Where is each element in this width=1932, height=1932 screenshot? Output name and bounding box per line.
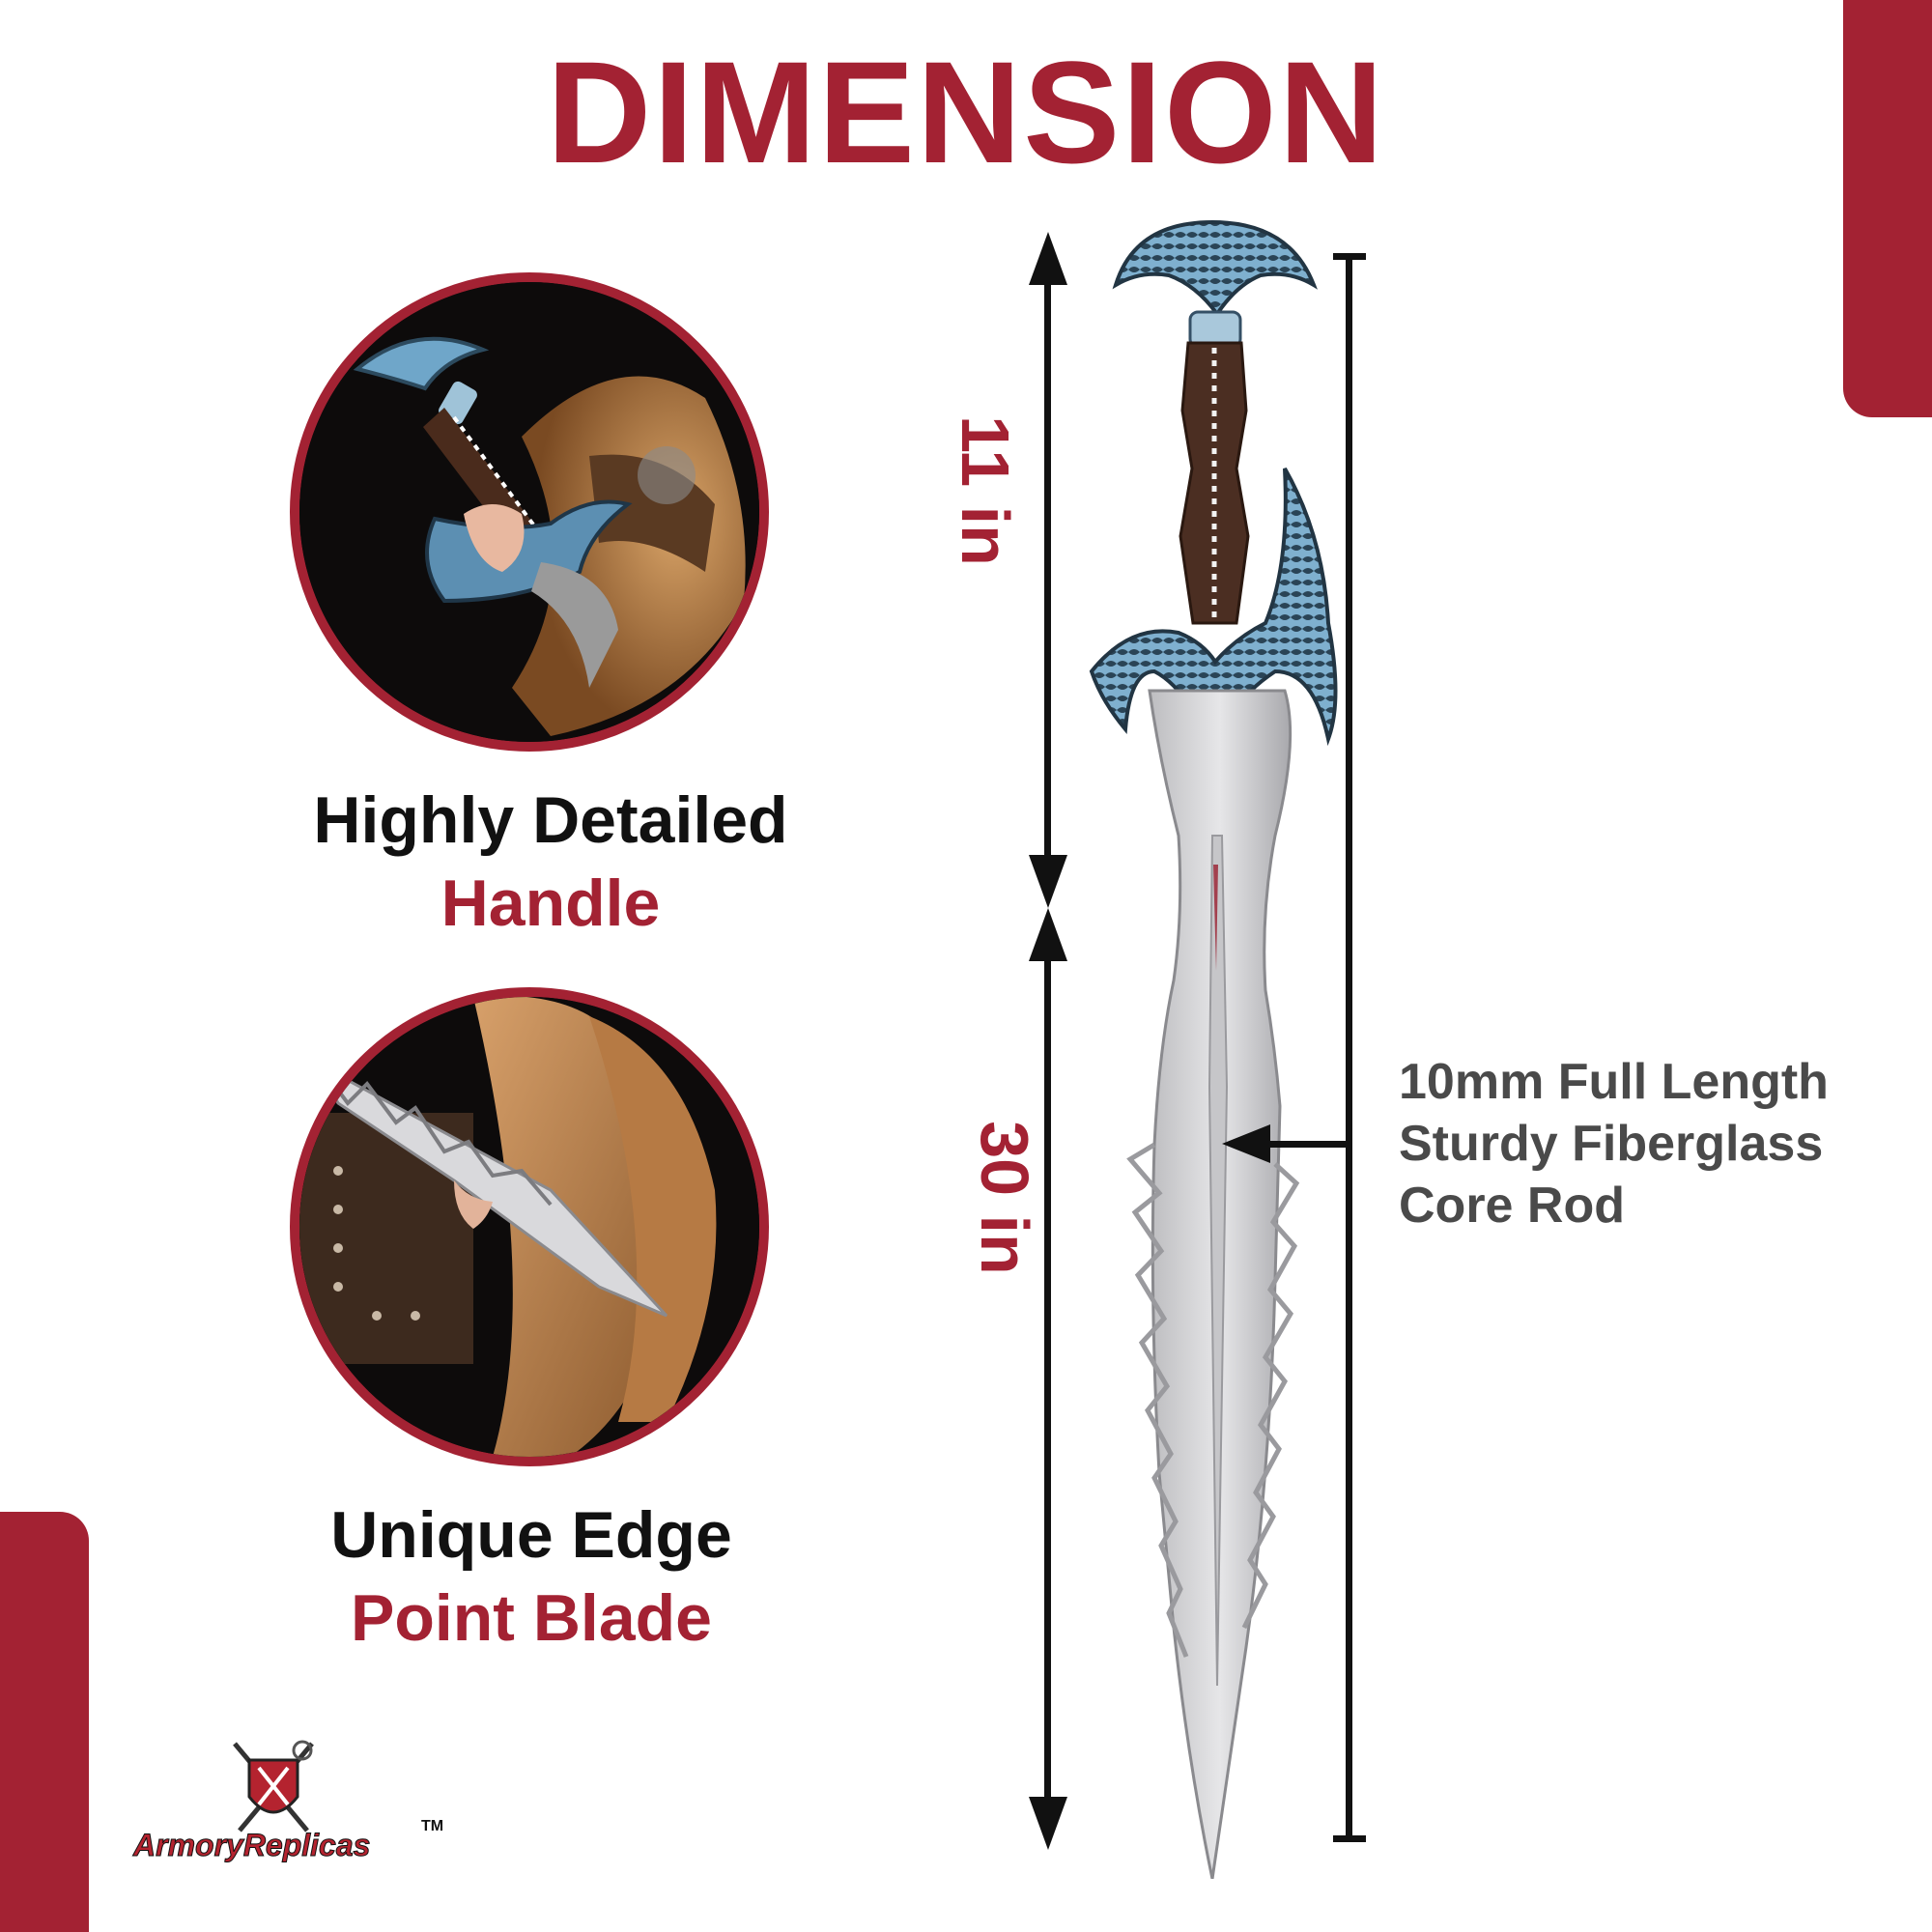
crossguard: [1089, 468, 1338, 747]
sword-handle-photo: [299, 282, 759, 742]
blade-length-label: 30 in: [967, 1121, 1042, 1275]
brand-name: ArmoryReplicas: [132, 1828, 371, 1863]
shield-crossed-swords-icon: [233, 1740, 314, 1833]
blade-arrow-shaft: [1044, 956, 1051, 1806]
handle-arrow-shaft: [1044, 280, 1051, 869]
handle-arrow-top: [1029, 232, 1067, 285]
handle-length-label: 11 in: [948, 415, 1023, 566]
sword-illustration: [1089, 219, 1338, 1879]
bracket-bottom-cap: [1333, 1835, 1366, 1842]
pointer-shaft: [1265, 1141, 1349, 1148]
blade-photo-circle: [290, 987, 769, 1466]
blade-caption: Unique Edge Point Blade: [222, 1493, 840, 1660]
handle-caption: Highly Detailed Handle: [242, 779, 860, 945]
blade-fuller: [1208, 835, 1229, 1687]
blade-caption-line1: Unique Edge: [330, 1498, 732, 1572]
blade-arrow-top: [1029, 908, 1067, 961]
pommel: [1112, 219, 1318, 318]
core-rod-note-line2: Sturdy Fiberglass: [1399, 1116, 1824, 1172]
dimension-arrows: [1029, 232, 1067, 1850]
pointer-arrow-head: [1222, 1124, 1270, 1163]
grip: [1179, 341, 1250, 625]
sword-blade-photo: [299, 997, 759, 1457]
corner-accent-top-right: [1843, 0, 1932, 417]
brand-trademark: TM: [421, 1818, 444, 1834]
blade-arrow-bottom: [1029, 1797, 1067, 1850]
corner-accent-bottom-left: [0, 1512, 89, 1932]
core-rod-note: 10mm Full Length Sturdy Fiberglass Core …: [1399, 1051, 1901, 1236]
handle-arrow-bottom: [1029, 855, 1067, 908]
handle-photo-circle: [290, 272, 769, 752]
blade-engraving: [1213, 865, 1218, 971]
bracket-line: [1346, 253, 1352, 1842]
core-rod-bracket: [1222, 253, 1366, 1842]
blade-caption-line2: Point Blade: [350, 1581, 713, 1655]
core-rod-note-line1: 10mm Full Length: [1399, 1054, 1829, 1110]
page-title: DIMENSION: [546, 31, 1386, 193]
handle-caption-line2: Handle: [440, 867, 661, 940]
blade-serrations-left: [1126, 1142, 1189, 1658]
brand-logo: ArmoryReplicas TM: [132, 1739, 462, 1864]
core-rod-note-line3: Core Rod: [1399, 1178, 1625, 1234]
handle-caption-line1: Highly Detailed: [313, 783, 788, 857]
blade-serrations-right: [1241, 1162, 1300, 1630]
